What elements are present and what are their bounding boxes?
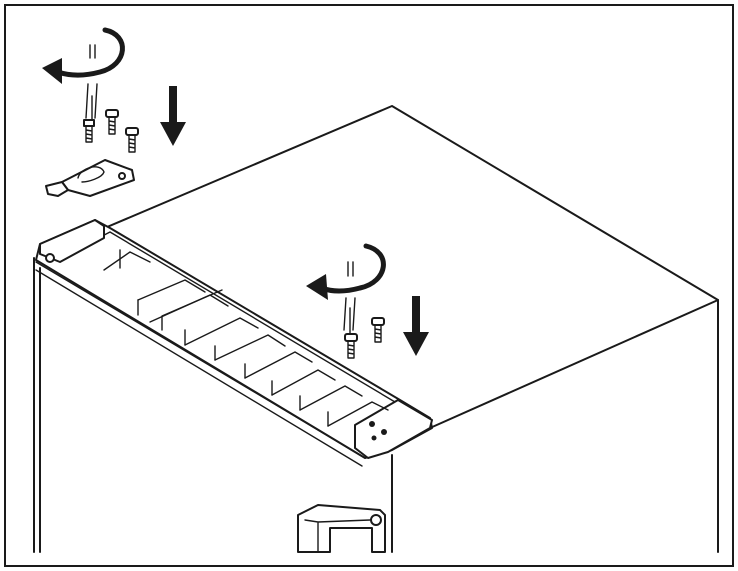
- left-hinge-block: [39, 219, 105, 263]
- hinge-cover-bracket-icon: [45, 159, 135, 197]
- front-rail: [35, 219, 433, 459]
- down-arrow-head: [403, 332, 429, 356]
- rotate-arrowhead: [42, 58, 62, 84]
- rail-slat: [244, 351, 313, 379]
- down-arrow-shaft: [169, 86, 177, 124]
- screw-thread: [128, 134, 136, 153]
- screw-thread: [85, 125, 93, 143]
- screw-thread: [108, 116, 116, 135]
- screwdriver-handle-stub: [89, 44, 96, 59]
- screw-head: [105, 109, 119, 118]
- rail-slat: [184, 317, 259, 346]
- rotate-counterclockwise-arrow-icon: [319, 243, 386, 294]
- hinge-bracket-hole: [370, 514, 382, 526]
- right-hinge-block: [354, 399, 433, 459]
- right-hinge-hole-1: [369, 421, 375, 427]
- down-arrow-shaft: [412, 296, 420, 334]
- screw-icon: [125, 127, 139, 153]
- rail-slat: [299, 385, 363, 411]
- rail-slat: [214, 334, 286, 361]
- screw-thread: [374, 324, 382, 343]
- screwdriver-icon: [85, 44, 98, 121]
- diagram-frame: [4, 4, 734, 567]
- down-arrow-icon: [403, 296, 429, 356]
- bracket-slot: [77, 166, 105, 183]
- hinge-bracket-inner: [304, 519, 371, 553]
- rail-slats: [103, 249, 389, 427]
- screw-icon: [83, 119, 95, 143]
- screwdriver-shaft: [85, 83, 98, 119]
- door-gasket-line-2: [35, 269, 363, 467]
- screw-head: [344, 333, 358, 342]
- rotate-counterclockwise-arrow-icon: [55, 27, 125, 78]
- screwdriver-handle-stub: [347, 261, 354, 277]
- rail-slat: [137, 279, 206, 301]
- screw-icon: [371, 317, 385, 343]
- rotate-arrowhead: [306, 274, 328, 300]
- rail-slat: [103, 251, 151, 271]
- screwdriver-icon: [343, 261, 356, 335]
- bracket-hook: [45, 181, 69, 197]
- rail-slat: [161, 289, 223, 331]
- screw-head: [83, 119, 95, 127]
- right-hinge-hole-3: [371, 435, 377, 441]
- cabinet-top-surface: [99, 105, 719, 429]
- bracket-hole: [118, 172, 126, 180]
- left-hinge-hole: [45, 253, 55, 263]
- down-arrow-head: [160, 122, 186, 146]
- screwdriver-shaft: [343, 297, 356, 331]
- right-hinge-hole-2: [381, 429, 387, 435]
- screw-thread: [347, 340, 355, 359]
- door-hinge-bracket: [297, 504, 386, 553]
- screw-head: [125, 127, 139, 136]
- rail-slat: [327, 401, 389, 427]
- screw-head: [371, 317, 385, 326]
- step-detail-left: [42, 27, 186, 197]
- down-arrow-icon: [160, 86, 186, 146]
- screw-icon: [344, 333, 358, 359]
- step-detail-center: [306, 243, 429, 359]
- rail-slat: [271, 369, 336, 396]
- screw-icon: [105, 109, 119, 135]
- hinge-bracket-body: [297, 504, 386, 553]
